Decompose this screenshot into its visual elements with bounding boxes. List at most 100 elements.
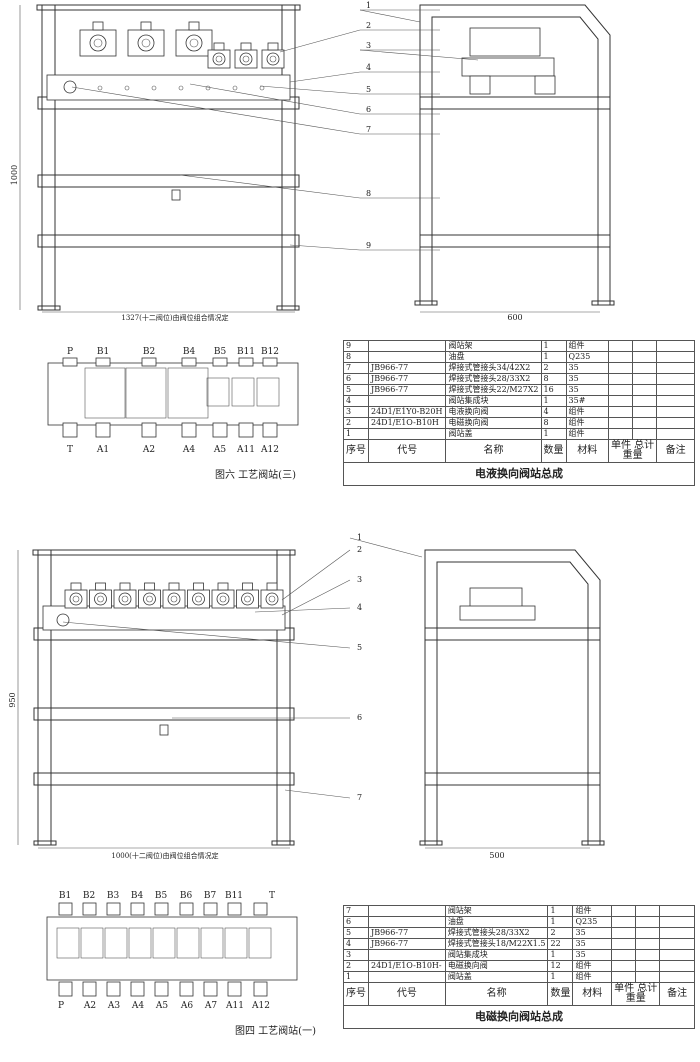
fitting-bottom — [82, 981, 97, 997]
bom-name: 阀站集成块 — [445, 395, 542, 407]
fitting-bottom — [179, 981, 194, 997]
bom-empty — [607, 395, 634, 407]
side-crossbar — [419, 234, 611, 248]
port-label-top: B7 — [204, 891, 217, 901]
manifold-block — [46, 74, 291, 101]
bom-empty — [656, 417, 695, 429]
bom-qty: 1 — [547, 916, 574, 928]
port-label-bottom: A5 — [213, 445, 226, 455]
side-frame-inner — [436, 561, 589, 845]
bom-qty: 1 — [540, 395, 567, 407]
valve-solenoid — [94, 592, 107, 606]
foot — [33, 840, 57, 846]
fitting-bottom — [130, 981, 145, 997]
bom-code: JB966-77 — [368, 927, 446, 939]
bom-header-total: 总计 — [634, 440, 655, 451]
bom-material: 35 — [565, 384, 609, 396]
valve-solenoid — [239, 52, 253, 66]
fitting-top — [238, 357, 254, 367]
port-label-top: B11 — [237, 347, 255, 357]
bom-header: 序号代号名称数量材料单件 总计重量备注 — [343, 982, 695, 1006]
bom-empty — [632, 384, 658, 396]
side-width-dimension: 600 — [507, 313, 522, 322]
valve-solenoid — [143, 592, 156, 606]
leader-line — [281, 579, 351, 616]
valve-mount — [84, 367, 126, 419]
fitting-top — [58, 902, 73, 916]
bom-no: 5 — [343, 927, 369, 939]
bom-name: 阀站盖 — [445, 428, 542, 440]
fitting-bottom — [62, 422, 78, 438]
fitting-top — [106, 902, 121, 916]
port-label-top: B1 — [59, 891, 71, 901]
bom-empty — [632, 373, 658, 385]
bom-name: 电液换向阀 — [445, 406, 542, 418]
bom-empty — [656, 428, 695, 440]
valve-plug — [70, 582, 82, 591]
port-label-bottom: A3 — [107, 1001, 120, 1011]
side-crossbar — [424, 772, 601, 786]
bom-empty — [659, 927, 695, 939]
fitting-top — [154, 902, 169, 916]
bom-empty — [656, 340, 695, 352]
port-label-top: B6 — [180, 891, 193, 901]
bom-empty — [656, 406, 695, 418]
bom-material: 组件 — [565, 340, 609, 352]
bom-header-remark: 备注 — [656, 439, 695, 463]
valve-core — [121, 595, 129, 603]
port-label-bottom: A2 — [83, 1001, 96, 1011]
port-label-bottom: T — [67, 445, 73, 455]
bom-material: 35 — [565, 362, 609, 374]
fitting-top — [227, 902, 242, 916]
bom-name: 油盘 — [444, 916, 549, 928]
bom-empty — [632, 406, 658, 418]
bom-code — [368, 971, 446, 983]
height-dimension: 950 — [8, 692, 17, 707]
callout-1: 1 — [366, 1, 371, 10]
bom-empty — [611, 938, 637, 950]
valve-mount — [248, 927, 272, 959]
bom-empty — [656, 373, 695, 385]
bom-empty — [611, 905, 637, 917]
bom-empty — [632, 417, 658, 429]
foot — [591, 300, 615, 306]
port-label-bottom: A11 — [225, 1001, 244, 1011]
leader-line — [179, 174, 361, 199]
valve-mount — [128, 927, 152, 959]
fitting-bottom — [212, 422, 228, 438]
valve-core — [72, 595, 80, 603]
bom-no: 9 — [343, 340, 369, 352]
callout-4: 4 — [366, 63, 371, 72]
valve-plug — [213, 42, 225, 51]
bom-empty — [607, 362, 634, 374]
leader-line — [289, 244, 361, 251]
valve-mount — [256, 377, 280, 407]
valve-solenoid — [265, 592, 279, 606]
bom-empty — [656, 351, 695, 363]
side-fitting — [534, 75, 556, 95]
bom-empty — [607, 428, 634, 440]
fitting-top — [130, 902, 145, 916]
foot — [37, 305, 61, 311]
bom-empty — [635, 916, 661, 928]
valve-mount — [231, 377, 255, 407]
frame-crossbar — [37, 174, 300, 188]
leader-line — [189, 83, 361, 115]
fitting-top — [95, 357, 111, 367]
bom-empty — [607, 351, 634, 363]
side-crossbar — [424, 627, 601, 641]
bom-material: 组件 — [572, 971, 613, 983]
fitting-bottom — [58, 981, 73, 997]
valve-solenoid — [241, 592, 254, 606]
valve-mount — [80, 927, 104, 959]
bom-empty — [632, 351, 658, 363]
bom-qty: 2 — [547, 927, 574, 939]
bom-empty — [656, 395, 695, 407]
bom-name: 阀站架 — [445, 340, 542, 352]
bom-material: 组件 — [572, 905, 613, 917]
bom-code — [367, 428, 447, 440]
bom-material: 组件 — [565, 428, 609, 440]
